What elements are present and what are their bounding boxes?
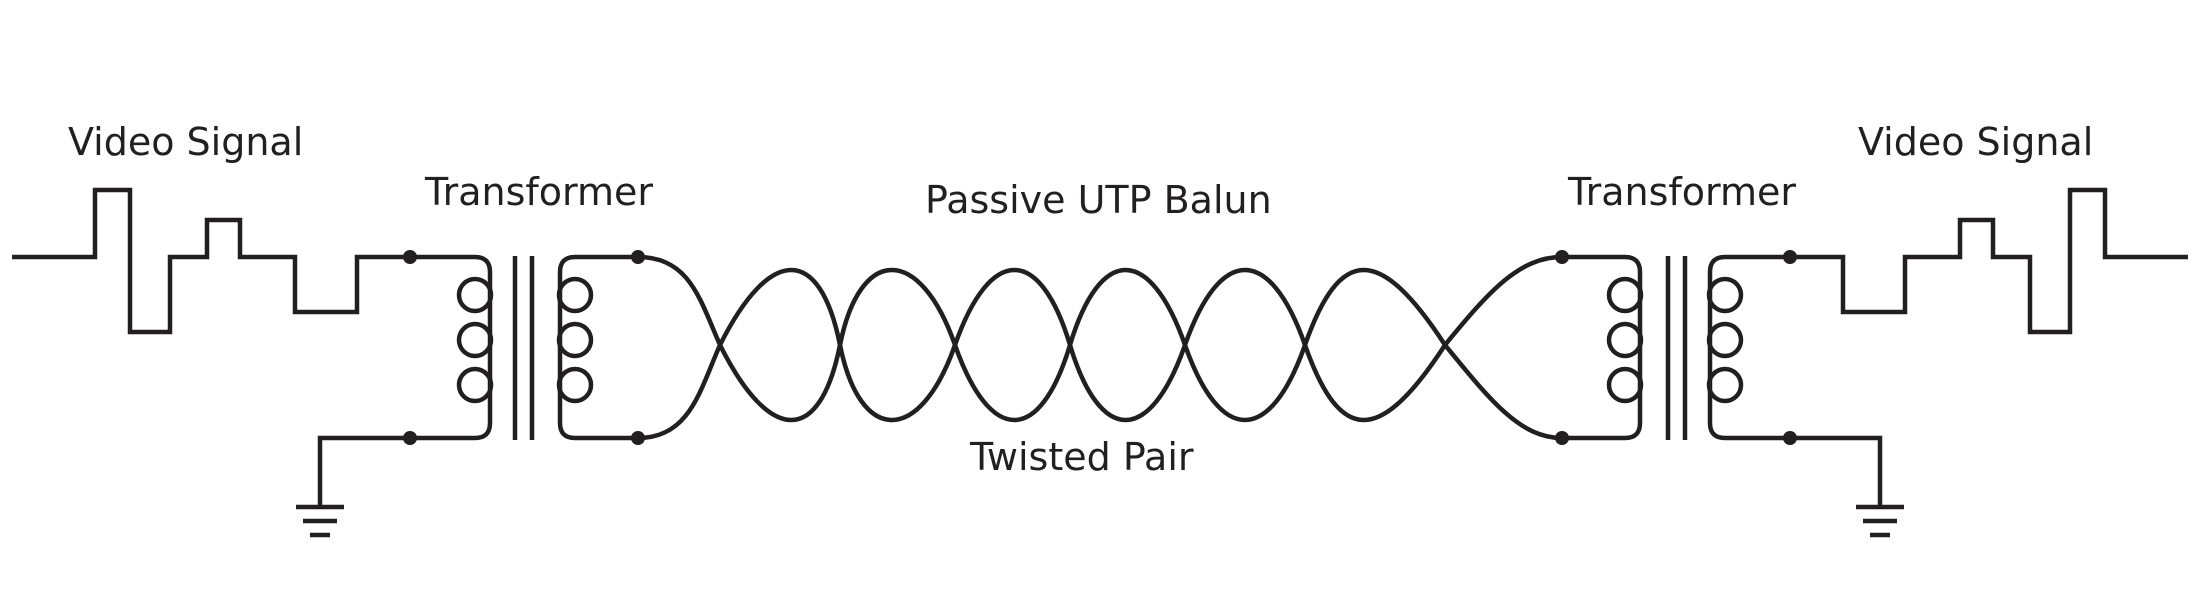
video-signal-right-label: Video Signal <box>1858 120 2093 164</box>
ground-wire-left <box>317 435 410 505</box>
balun-title-label: Passive UTP Balun <box>925 178 1272 222</box>
twisted-pair-label: Twisted Pair <box>969 435 1194 479</box>
transformer-right-label: Transformer <box>1567 170 1796 214</box>
twisted-pair-cable <box>635 254 1565 441</box>
primary-coil-loops-right <box>1606 276 1644 404</box>
video-signal-waveform-right <box>1790 187 2188 335</box>
junction-dot <box>1783 431 1797 445</box>
secondary-winding-right <box>1707 254 1790 441</box>
transformer-right <box>1562 254 1790 441</box>
junction-dot <box>1555 431 1569 445</box>
ground-wire-right <box>1790 435 1883 505</box>
twisted-pair-wire-b <box>635 268 1565 441</box>
primary-winding-right <box>1562 254 1643 441</box>
transformer-left <box>410 254 638 441</box>
secondary-coil-loops-right <box>1706 276 1744 404</box>
video-signal-left-label: Video Signal <box>68 120 303 164</box>
junction-dot <box>403 431 417 445</box>
ground-symbol-left <box>296 504 344 538</box>
video-signal-waveform-left <box>12 187 410 335</box>
ground-symbol-right <box>1856 504 1904 538</box>
junction-dot <box>403 250 417 264</box>
primary-coil-loops-left <box>456 276 494 404</box>
secondary-winding-left <box>557 254 638 441</box>
secondary-coil-loops-left <box>556 276 594 404</box>
junction-dot <box>1555 250 1569 264</box>
primary-winding-left <box>410 254 493 441</box>
transformer-left-label: Transformer <box>424 170 653 214</box>
